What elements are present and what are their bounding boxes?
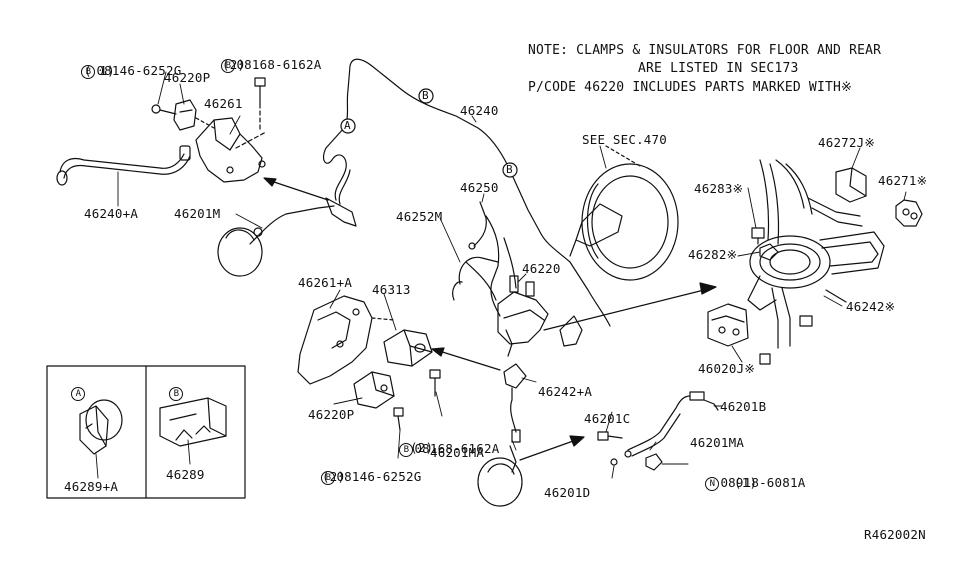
label-46201b: 46201B: [720, 399, 767, 414]
label-46201ma-right: 46201MA: [690, 435, 745, 450]
bracket-46261a: [298, 296, 394, 384]
label-08146-top-qty: ( 1): [84, 63, 115, 78]
label-46242a: 46242+A: [538, 384, 593, 399]
note-line-3: P/CODE 46220 INCLUDES PARTS MARKED WITH※: [528, 80, 853, 95]
bracket-46261: [196, 118, 266, 182]
insulator-46289a: [80, 400, 122, 454]
circled-letter-n-icon: N: [705, 477, 720, 491]
label-46220p-top: 46220P: [164, 70, 211, 85]
brake-booster: [570, 146, 678, 280]
clip-46283: [752, 228, 764, 244]
hose-46201ma-right: [628, 392, 718, 456]
label-46201m: 46201M: [174, 206, 221, 221]
insulator-46289: [160, 398, 226, 446]
label-46020j: 46020J※: [698, 361, 756, 376]
bolt-08168-bottom: [430, 370, 440, 396]
label-46201c: 46201C: [584, 411, 631, 426]
leader-lines: [96, 72, 906, 478]
arrow-middle: [432, 348, 500, 370]
circled-letter-b-icon: B: [399, 443, 414, 457]
line-46242a: [478, 364, 526, 506]
arrow-upper-left: [264, 178, 328, 200]
lines-46250-46252m: [453, 202, 516, 316]
inset-marker-a: A: [56, 372, 86, 401]
clip-46272j: [836, 168, 866, 202]
label-46272j: 46272J※: [818, 135, 876, 150]
tube-assembly-46242: [748, 160, 884, 364]
bolt-08168-top: [255, 78, 265, 132]
label-46220: 46220: [522, 261, 561, 276]
circled-letter-b-icon: B: [81, 65, 96, 79]
marker-a-on-line: A: [344, 119, 351, 132]
label-46220p-bottom: 46220P: [308, 407, 355, 422]
label-46261: 46261: [204, 96, 243, 111]
label-46261a: 46261+A: [298, 275, 353, 290]
label-46289: 46289: [166, 467, 205, 482]
note-line-2: ARE LISTED IN SEC173: [638, 61, 799, 76]
label-46250: 46250: [460, 180, 499, 195]
label-46289a: 46289+A: [64, 479, 119, 494]
label-46240a: 46240+A: [84, 206, 139, 221]
label-08918-qty: (1): [734, 475, 758, 490]
brake-line-46240: [324, 59, 610, 326]
arrow-lower-right: [520, 436, 584, 460]
sensor-46313: [384, 330, 432, 366]
diagram-code: R462002N: [864, 527, 926, 542]
circled-letter-b-icon: B: [169, 387, 184, 401]
label-46271: 46271※: [878, 173, 928, 188]
label-46313: 46313: [372, 282, 411, 297]
label-46201d: 46201D: [544, 485, 591, 500]
arrow-to-master-cylinder: [544, 283, 716, 330]
sensor-46220p-bottom: [354, 372, 394, 408]
sensor-46220p-top: [152, 100, 214, 130]
clip-46271: [896, 200, 922, 226]
brake-line-46240a: [57, 146, 190, 185]
clip-46282: [760, 244, 778, 260]
circled-letter-a-icon: A: [71, 387, 86, 401]
inset-marker-b: B: [154, 372, 184, 401]
marker-b-on-line-2: B: [506, 163, 513, 176]
label-46201ma-left: 46201MA: [430, 445, 485, 460]
circled-letter-b-icon: B: [221, 59, 236, 73]
label-08168-bottom-qty: (2): [410, 440, 434, 455]
bolt-46201c: [598, 432, 662, 470]
actuator-46220: [498, 276, 582, 356]
see-sec-label: SEE SEC.470: [582, 132, 667, 147]
label-46282: 46282※: [688, 247, 738, 262]
clip-46020j: [708, 304, 748, 346]
label-46283: 46283※: [694, 181, 744, 196]
label-46242: 46242※: [846, 299, 896, 314]
line-markers: [341, 89, 517, 177]
label-08168-top-qty: (2): [222, 57, 246, 72]
hose-46201m: [218, 198, 356, 276]
inset-frames: [47, 366, 245, 498]
label-46252m: 46252M: [396, 209, 443, 224]
note-line-1: NOTE: CLAMPS & INSULATORS FOR FLOOR AND …: [528, 43, 882, 58]
marker-b-on-line-1: B: [422, 89, 429, 102]
label-08146-bottom-qty: (2): [322, 469, 346, 484]
bolt-08146-bottom: [394, 408, 403, 430]
circled-letter-b-icon: B: [321, 471, 336, 485]
label-46240: 46240: [460, 103, 499, 118]
